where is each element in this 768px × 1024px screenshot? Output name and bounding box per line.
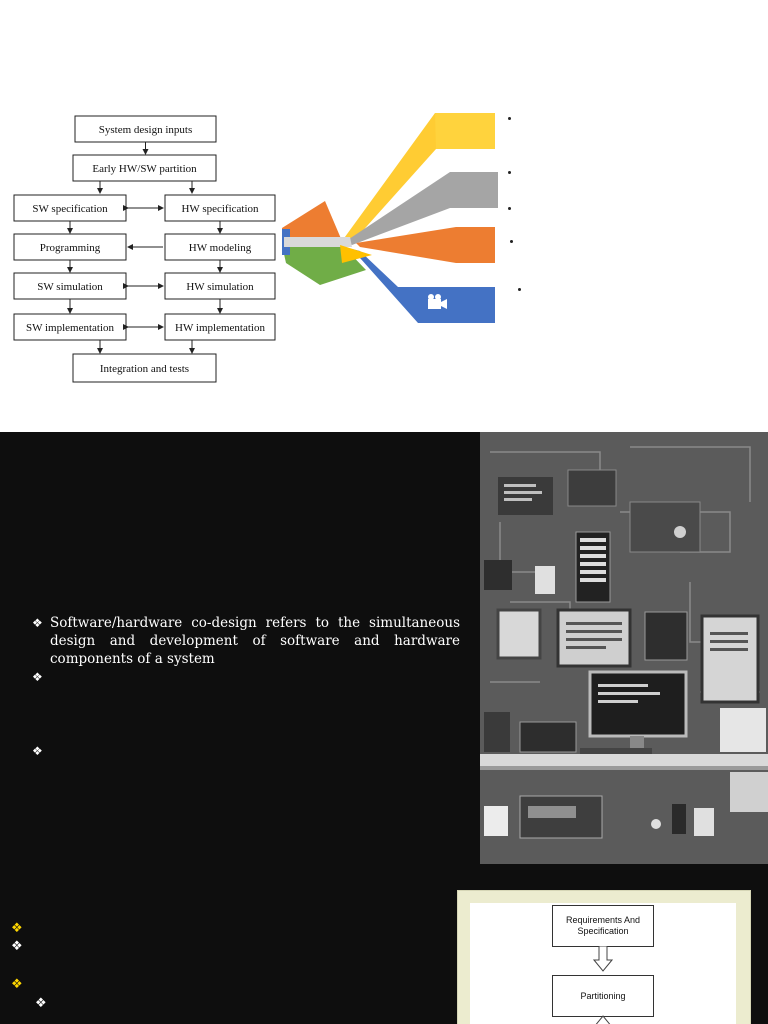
flow-box-partition bbox=[72, 154, 217, 182]
diamond-bullet-icon: ❖ bbox=[11, 939, 23, 954]
bullet-item-3: ❖ bbox=[32, 742, 460, 760]
flow-hw-spec: HW specification bbox=[181, 203, 259, 215]
down-arrow-icon bbox=[593, 946, 613, 972]
flow-box-integration bbox=[72, 353, 217, 383]
fan-small-yellow bbox=[340, 245, 372, 263]
fan-center bbox=[284, 237, 352, 247]
fan-bullet-5 bbox=[518, 288, 521, 291]
flow-cross-arrows bbox=[123, 205, 164, 330]
flow-sw-spec: SW specification bbox=[32, 203, 108, 215]
bullet-item-1: ❖ Software/hardware co-design refers to … bbox=[32, 614, 460, 668]
fan-bullet-2 bbox=[508, 171, 511, 174]
fan-infographic bbox=[282, 113, 498, 323]
flow-label-integration: Integration and tests bbox=[100, 363, 189, 375]
diamond-bullet-icon: ❖ bbox=[32, 670, 43, 684]
fan-ray-blue bbox=[352, 249, 495, 323]
fan-tab-yellow bbox=[435, 113, 495, 149]
definition-bullets: ❖ Software/hardware co-design refers to … bbox=[32, 614, 460, 760]
slide-2: ❖ Software/hardware co-design refers to … bbox=[0, 432, 768, 864]
fan-left-orange bbox=[282, 201, 342, 245]
flow-box-system-inputs bbox=[74, 115, 217, 143]
flow-hw-modeling: HW modeling bbox=[189, 242, 252, 254]
bullet-text-1: Software/hardware co-design refers to th… bbox=[50, 615, 460, 667]
partitioning-box: Partitioning bbox=[552, 975, 654, 1017]
slide-3: ❖ ❖ ❖ ❖ Requirements And Specification P… bbox=[0, 864, 768, 1024]
flow-hw-implementation: HW implementation bbox=[175, 322, 265, 334]
design-process-canvas: Requirements And Specification Partition… bbox=[470, 903, 736, 1024]
diamond-bullet-icon: ❖ bbox=[35, 996, 47, 1011]
flow-left-column: SW specification Programming SW simulati… bbox=[13, 194, 127, 341]
flow-hw-simulation: HW simulation bbox=[186, 281, 254, 293]
design-process-figure: Requirements And Specification Partition… bbox=[457, 890, 751, 1024]
video-camera-icon bbox=[428, 294, 447, 309]
flow-label-partition: Early HW/SW partition bbox=[92, 163, 197, 175]
flow-programming: Programming bbox=[40, 242, 101, 254]
diamond-bullet-icon: ❖ bbox=[32, 616, 43, 630]
fan-bullet-3 bbox=[508, 207, 511, 210]
fan-bullet-4 bbox=[510, 240, 513, 243]
requirements-box: Requirements And Specification bbox=[552, 905, 654, 947]
computer-workstation-illustration bbox=[480, 432, 768, 864]
fan-bullet-1 bbox=[508, 117, 511, 120]
flow-sw-implementation: SW implementation bbox=[26, 322, 115, 334]
bullet-item-2: ❖ bbox=[32, 668, 460, 686]
fan-ray-gray bbox=[346, 172, 498, 245]
diamond-bullet-icon: ❖ bbox=[11, 921, 23, 936]
diamond-bullet-icon: ❖ bbox=[32, 744, 43, 758]
flow-right-column: HW specification HW modeling HW simulati… bbox=[164, 194, 276, 341]
flow-label-system-inputs: System design inputs bbox=[99, 124, 193, 136]
fan-ray-orange bbox=[356, 227, 495, 263]
codesign-flowchart: System design inputs Early HW/SW partiti… bbox=[13, 115, 276, 383]
flow-sw-simulation: SW simulation bbox=[37, 281, 103, 293]
diamond-bullet-icon: ❖ bbox=[11, 977, 23, 992]
slide-1: System design inputs Early HW/SW partiti… bbox=[0, 0, 768, 432]
up-arrow-icon bbox=[595, 1015, 611, 1024]
